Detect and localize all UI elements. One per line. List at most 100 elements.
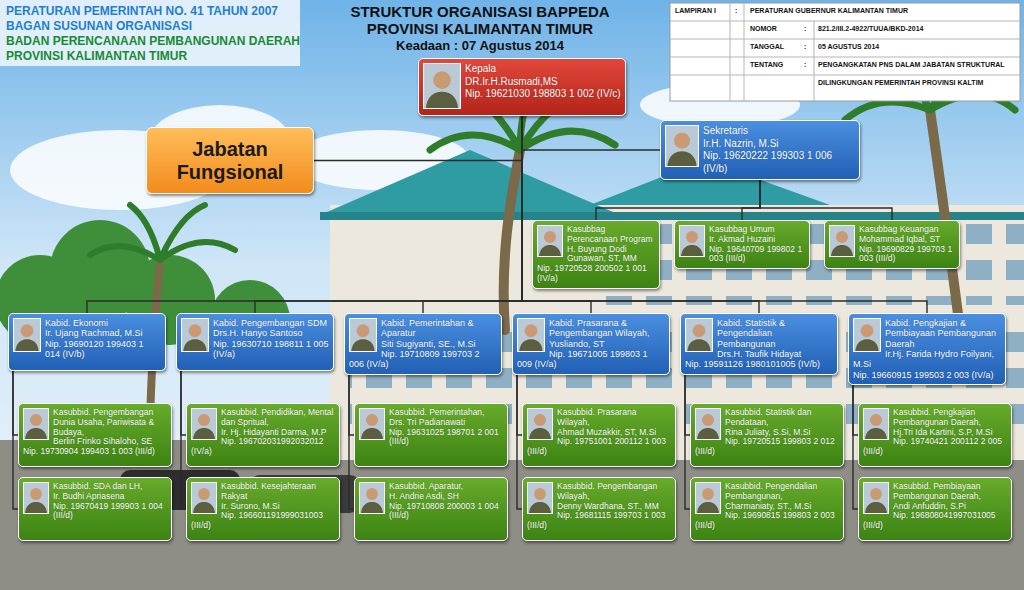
table-cell: 821.2/III.2-4922/TUUA/BKD-2014 (818, 25, 923, 33)
box-heading: Kabid. Pengkajian & Pembiayaan Pembangun… (853, 318, 1001, 349)
box-text: H. Buyung Dodi Gunawan, ST, MM (537, 245, 655, 265)
box-heading: Kabid. Statistik & Pengendalian Pembangu… (685, 318, 833, 349)
secretary-box: SekretarisIr.H. Nazrin, M.SiNip. 1962022… (660, 120, 860, 180)
subsection-box: Kasubbag Perencanaan ProgramH. Buyung Do… (532, 220, 660, 289)
person-photo (23, 408, 49, 440)
box-heading: Kasubbid. Pendidikan, Mental dan Spritua… (191, 408, 335, 428)
person-silhouette (192, 483, 216, 513)
subdivision-box: Kasubbid. Pemerintahan,Drs. Tri Padianaw… (354, 403, 508, 467)
photo-uniform (667, 151, 696, 166)
connector-line (314, 116, 522, 161)
photo-face (702, 414, 714, 426)
person-silhouette (528, 409, 552, 439)
person-silhouette (182, 319, 208, 351)
photo-ground (696, 483, 720, 513)
division-box: Kabid. Statistik & Pengendalian Pembangu… (680, 313, 838, 375)
box-text: Ir. Surono, M.Si (191, 502, 335, 512)
photo-face (544, 231, 556, 243)
box-heading: Kasubbid. Pemerintahan, (359, 408, 503, 418)
box-text: Nip. 196601191999031003 (III/d) (191, 511, 335, 531)
photo-uniform (25, 428, 47, 439)
box-text: Ir. Ujang Rachmad, M.Si (13, 328, 161, 338)
box-text: Nip. 19681115 199703 1 003 (III/d) (527, 511, 671, 531)
photo-uniform (183, 339, 206, 351)
box-text: Nip. 19690120 199403 1 014 (IV/b) (13, 339, 161, 360)
photo-uniform (361, 502, 383, 513)
person-photo (423, 63, 461, 109)
box-heading: Kepala (423, 63, 621, 76)
person-photo (527, 482, 553, 514)
photo-face (198, 488, 210, 500)
person-photo (695, 482, 721, 514)
photo-ground (424, 64, 459, 108)
connector-line (87, 116, 522, 313)
box-text: Nip. 19751001 200112 1 003 (III/d) (527, 437, 671, 457)
person-silhouette (538, 226, 562, 256)
subsection-box: Kasubbag KeuanganMohammad Iqbal, STNip. … (824, 220, 960, 269)
box-heading: Sekretaris (665, 125, 855, 138)
photo-ground (680, 226, 704, 256)
table-cell: TANGGAL (750, 43, 784, 51)
person-photo (181, 318, 209, 352)
connector-line (522, 116, 660, 150)
building-eaves (320, 212, 1024, 220)
box-heading: Kasubbid. Kesejahteraan Rakyat (191, 482, 335, 502)
photo-uniform (697, 502, 719, 513)
person-photo (359, 408, 385, 440)
table-cell: 05 AGUSTUS 2014 (818, 43, 879, 51)
person-photo (517, 318, 545, 352)
photo-ground (528, 409, 552, 439)
header-note: BAGAN SUSUNAN ORGANISASI (6, 19, 192, 33)
box-text: Nip. 19720515 199803 2 012 (III/d) (695, 437, 839, 457)
person-photo (679, 225, 705, 257)
table-cell: PERATURAN GUBERNUR KALIMANTAN TIMUR (750, 7, 908, 15)
person-silhouette (830, 226, 854, 256)
decree-table-grid (670, 3, 1020, 101)
photo-face (433, 71, 451, 89)
box-text: Nip. 19621030 198803 1 002 (IV/c) (423, 88, 621, 101)
subdivision-box: Kasubbid. Pembiayaan Pembangunan Daerah,… (858, 477, 1012, 541)
photo-ground (864, 409, 888, 439)
box-text: H. Andrie Asdi, SH (359, 492, 503, 502)
table-cell: : (735, 7, 737, 15)
photo-face (836, 231, 848, 243)
photo-face (198, 414, 210, 426)
photo-uniform (361, 428, 383, 439)
photo-uniform (519, 339, 542, 351)
box-text: Nip. 19591126 1980101005 (IV/b) (685, 359, 833, 369)
person-silhouette (686, 319, 712, 351)
photo-face (870, 488, 882, 500)
box-text: Nip. 196702031992032012 (IV/a) (191, 437, 335, 457)
person-photo (191, 482, 217, 514)
person-photo (863, 482, 889, 514)
box-heading: Kasubbid. Pembiayaan Pembangunan Daerah, (863, 482, 1007, 502)
table-cell: TENTANG (750, 61, 783, 69)
box-text: Mohammad Iqbal, ST (829, 235, 955, 245)
photo-face (525, 324, 538, 337)
box-text: Ir.H. Nazrin, M.Si (665, 138, 855, 151)
person-silhouette (424, 64, 460, 108)
box-text: Rina Juliaty, S.Si, M.Si (695, 428, 839, 438)
person-silhouette (696, 409, 720, 439)
box-text: Nip. 19690829 199703 1 003 (III/d) (829, 245, 955, 265)
photo-uniform (865, 502, 887, 513)
box-text: Nip. 19730904 199403 1 003 (III/d) (23, 447, 167, 457)
person-silhouette (360, 409, 384, 439)
box-text: DR.Ir.H.Rusmadi,MS (423, 76, 621, 89)
box-heading: Jabatan Fungsional (151, 138, 309, 184)
division-box: Kabid. Prasarana & Pengembangan Wilayah,… (512, 313, 670, 375)
person-photo (13, 318, 41, 352)
subdivision-box: Kasubbid. Statistik dan Pendataan,Rina J… (690, 403, 844, 467)
box-text: Ir.Hj. Farida Hydro Foilyani, M.Si (853, 349, 1001, 370)
header-note: BADAN PERENCANAAN PEMBANGUNAN DAERAH (6, 34, 300, 48)
person-silhouette (666, 126, 698, 166)
division-box: Kabid. Pemerintahan & AparaturSiti Sugiy… (344, 313, 502, 375)
photo-ground (14, 319, 40, 351)
person-silhouette (24, 409, 48, 439)
box-text: Nip. 19660915 199503 2 003 (IV/a) (853, 370, 1001, 380)
header-note: PERATURAN PEMERINTAH NO. 41 TAHUN 2007 (6, 4, 278, 18)
photo-uniform (855, 339, 878, 351)
box-text: Siti Sugiyanti, SE., M.Si (349, 339, 497, 349)
